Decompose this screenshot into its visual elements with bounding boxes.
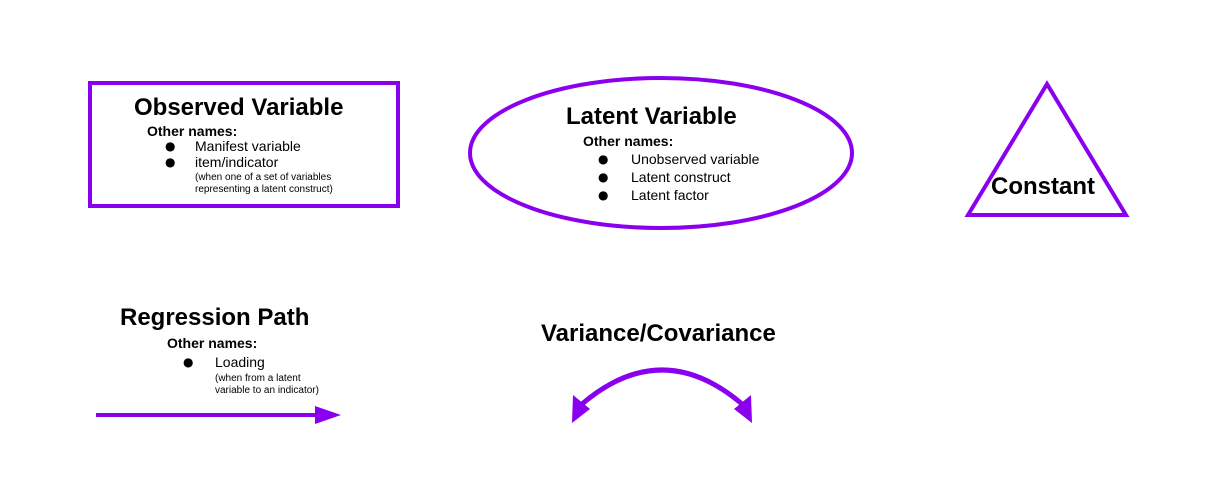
list-item: ● xyxy=(183,353,193,371)
latent-other-names-label: Other names: xyxy=(583,133,674,149)
observed-note-line: (when one of a set of variables xyxy=(195,172,332,183)
regression-note-line: variable to an indicator) xyxy=(215,385,319,396)
variance-covariance-arrow xyxy=(572,367,752,423)
regression-path-arrow xyxy=(96,406,341,424)
list-item: ● xyxy=(598,150,608,168)
list-item-text: Manifest variable xyxy=(195,138,301,154)
constant-title: Constant xyxy=(991,173,1095,200)
constant-triangle xyxy=(964,80,1130,217)
list-item-text: item/indicator xyxy=(195,154,279,170)
variance-right-arrowhead xyxy=(734,395,752,423)
list-item-text: Latent construct xyxy=(631,169,731,185)
list-item: ● xyxy=(165,153,175,171)
bullet-icon: ● xyxy=(598,170,609,184)
observed-other-names-label: Other names: xyxy=(147,123,238,139)
list-item-text: Loading xyxy=(215,354,265,370)
observed-variable-title: Observed Variable xyxy=(134,94,344,121)
variance-left-arrowhead xyxy=(572,395,590,423)
list-item-text: Latent factor xyxy=(631,187,709,203)
list-item: ● xyxy=(598,168,608,186)
list-item: ● xyxy=(165,137,175,155)
bullet-icon: ● xyxy=(598,152,609,166)
list-item: ● xyxy=(598,186,608,204)
list-item-text: Unobserved variable xyxy=(631,151,760,167)
variance-arc xyxy=(579,367,745,407)
variance-covariance-title: Variance/Covariance xyxy=(541,320,776,347)
regression-note-line: (when from a latent xyxy=(215,373,301,384)
observed-variable-rectangle xyxy=(88,81,400,208)
regression-path-title: Regression Path xyxy=(120,304,310,331)
observed-note-line: representing a latent construct) xyxy=(195,184,333,195)
latent-variable-title: Latent Variable xyxy=(566,103,737,130)
bullet-icon: ● xyxy=(183,355,194,369)
regression-arrowhead xyxy=(315,406,341,424)
bullet-icon: ● xyxy=(165,139,176,153)
regression-other-names-label: Other names: xyxy=(167,335,258,351)
bullet-icon: ● xyxy=(598,188,609,202)
bullet-icon: ● xyxy=(165,155,176,169)
latent-variable-ellipse xyxy=(468,76,854,230)
